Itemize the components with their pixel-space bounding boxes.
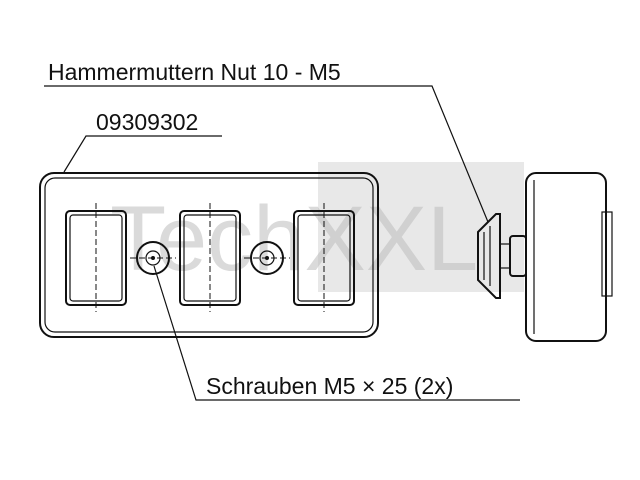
watermark: TechXXL <box>110 162 524 292</box>
label-screws: Schrauben M5 × 25 (2x) <box>206 373 453 399</box>
leader-lines <box>44 85 520 401</box>
label-part-number: 09309302 <box>96 109 198 135</box>
connector-outline <box>39 172 379 338</box>
screw-head-right <box>244 241 290 275</box>
leader-part-number <box>63 135 222 173</box>
slot-pocket-right <box>293 203 355 312</box>
leader-screws <box>153 265 520 401</box>
connector-side-view <box>477 172 613 342</box>
connector-inner-outline <box>44 177 374 333</box>
label-t-nut: Hammermuttern Nut 10 - M5 <box>48 59 341 85</box>
slot-pocket-left <box>65 203 127 312</box>
screw-head-left <box>130 241 176 275</box>
connector-front-view <box>39 172 379 338</box>
t-nut <box>477 213 501 299</box>
slot-pocket-middle <box>179 203 241 312</box>
side-body <box>525 172 607 342</box>
leader-t-nut <box>44 85 489 223</box>
